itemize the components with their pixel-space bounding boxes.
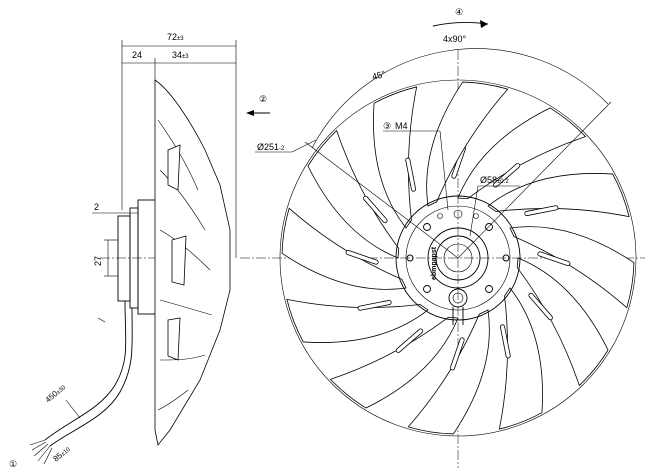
- dim-cable: 450±30: [44, 382, 68, 404]
- fan-blade: [286, 298, 429, 343]
- outer-circle: [279, 79, 637, 437]
- motor-flange: [117, 215, 131, 302]
- rotation-arrow-head: [480, 20, 488, 28]
- mount-hole-sw: [423, 285, 431, 293]
- leader-bore: [469, 185, 479, 237]
- blade-edge-3: [159, 229, 211, 271]
- dim-hub: 24: [132, 50, 142, 60]
- wire-4: [37, 445, 51, 462]
- fan-blade: [487, 173, 630, 218]
- mount-hole-w: [406, 254, 414, 262]
- callout-thread: ③: [383, 121, 391, 131]
- callout-rotation: ④: [455, 7, 463, 17]
- front-view: ebmpapst ④ 4x90° 45° ② ③ M4 Ø251-2 Ø58±0…: [240, 7, 645, 468]
- dim-pitch: 4x90°: [443, 34, 467, 44]
- blade-winglet-fill: [493, 163, 520, 187]
- blade-winglet-fill: [346, 250, 378, 264]
- hub-ring-outer: [395, 195, 521, 321]
- blade-side-profile: [154, 79, 231, 446]
- leader-diameter: [291, 139, 317, 153]
- wire-5: [43, 447, 53, 465]
- blade-tip-3: [167, 317, 181, 361]
- mount-hole-nw: [423, 223, 431, 231]
- blade-winglet-fill: [406, 158, 416, 191]
- wire-3: [33, 443, 49, 457]
- dim-bore: Ø58±0.2: [480, 175, 509, 185]
- airflow-arrow-head: [246, 110, 254, 116]
- hub-label: ebmpapst: [431, 246, 438, 280]
- leader-cable: [65, 399, 81, 419]
- blade-winglet-fill: [450, 338, 464, 370]
- cable-upper: [44, 300, 127, 441]
- blade-edge-2: [159, 169, 206, 231]
- radial-line-right: [457, 101, 612, 259]
- blade-winglet-fill: [363, 196, 387, 223]
- hub-bore-inner: [435, 235, 481, 281]
- radial-line-left: [304, 141, 459, 259]
- hub-shaft: [443, 243, 473, 273]
- hub-ring-inner: [405, 205, 511, 311]
- dim-arc-45: [311, 48, 609, 149]
- blade-winglet-fill: [529, 293, 553, 320]
- dim-strip: 85±10: [52, 444, 73, 463]
- thread-size: M4: [395, 121, 408, 131]
- cable-grommet: [448, 288, 468, 308]
- dim-diameter: Ø251-2: [257, 142, 285, 152]
- wire-2: [31, 441, 47, 451]
- blade-edge-4: [159, 299, 213, 316]
- blade-winglet-fill: [538, 252, 570, 266]
- blade-winglet-fill: [525, 206, 558, 216]
- dim-angle: 45°: [371, 69, 387, 82]
- dim-shaft: 27: [93, 256, 103, 266]
- rotation-arrow: [432, 21, 489, 27]
- cable-grommet-inner: [452, 292, 464, 304]
- fan-blade: [426, 81, 509, 207]
- blade-winglet-fill: [500, 325, 510, 358]
- callout-cable: ①: [9, 459, 17, 469]
- blade-tip-2: [171, 235, 187, 286]
- cable-lower: [49, 307, 133, 447]
- mount-hole-ne: [485, 223, 493, 231]
- dim-overall: 72±3: [167, 32, 184, 42]
- callout-airflow: ②: [259, 94, 267, 104]
- blade-edge-5: [159, 354, 206, 361]
- dim-gap: 2: [94, 202, 99, 212]
- blade-winglet-fill: [396, 329, 423, 353]
- hub-marker-top: [453, 209, 463, 219]
- wire-1: [29, 439, 46, 446]
- dim-blade: 34±3: [172, 50, 189, 60]
- rotor-ring: [137, 199, 157, 315]
- blade-group: [281, 81, 635, 435]
- leader-thread: [439, 130, 449, 211]
- side-view: 72±3 24 34±3 2 27 45: [9, 32, 237, 469]
- hub-bore-outer: [427, 227, 489, 289]
- hub-marker-top-r: [473, 213, 479, 219]
- mount-hole-se: [485, 285, 493, 293]
- fan-blade: [498, 287, 543, 430]
- hub-marker-top-l: [437, 213, 443, 219]
- blade-winglet-fill: [358, 300, 391, 310]
- blade-edge-6: [157, 389, 189, 411]
- blade-tip-1: [167, 144, 181, 191]
- cable-tick: [97, 317, 106, 323]
- fan-blade: [373, 86, 418, 229]
- mount-hole-e: [502, 254, 510, 262]
